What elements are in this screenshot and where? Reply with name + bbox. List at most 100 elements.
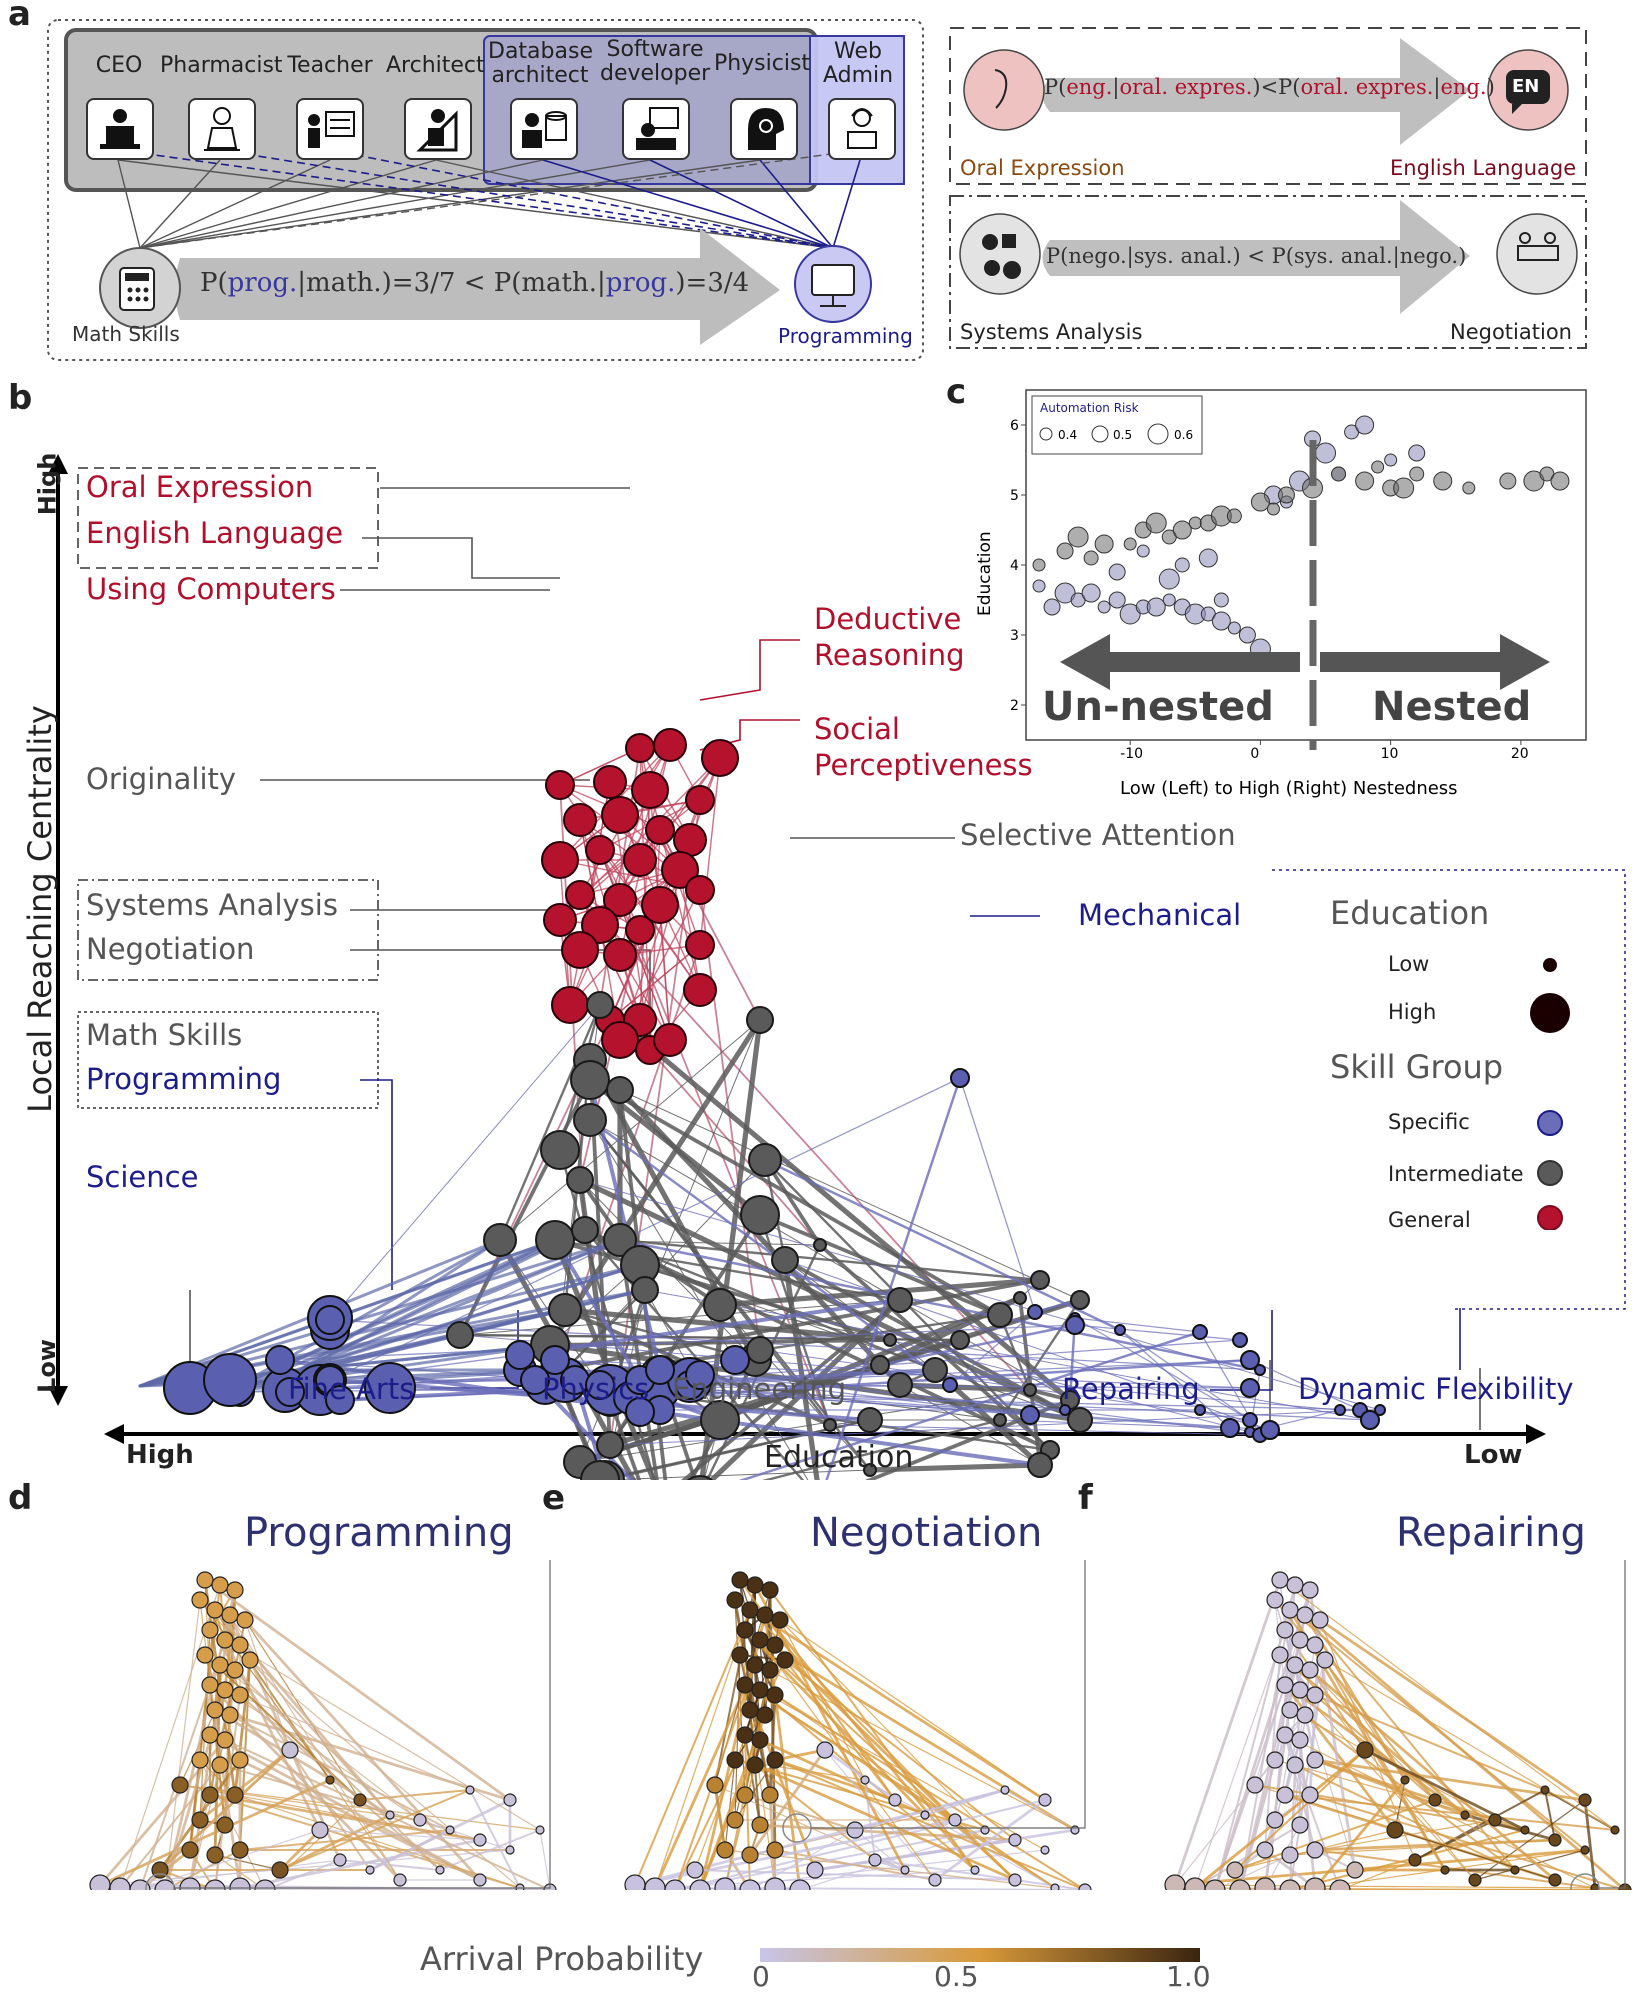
occupation-software-dev-1: Software: [606, 37, 704, 62]
mini-node: [216, 1731, 234, 1749]
mini-node: [1510, 1865, 1520, 1875]
mini-node: [746, 1576, 764, 1594]
network-node: [746, 1336, 774, 1364]
mini-edge: [1254, 1714, 1306, 1786]
panels-def-networks: [89, 1560, 1632, 1890]
network-node: [645, 1355, 675, 1385]
mini-edge: [244, 1619, 361, 1801]
mini-edge: [784, 1659, 896, 1801]
mini-node: [231, 1636, 249, 1654]
mini-edge: [179, 1784, 421, 1821]
scatter-point: [1083, 550, 1099, 566]
mini-edge: [1314, 1694, 1546, 1791]
panel-label-d: d: [8, 1478, 33, 1518]
network-edge: [1249, 1359, 1361, 1411]
scatter-point: [1238, 626, 1256, 644]
mini-node: [888, 1793, 902, 1807]
mini-edge: [99, 1849, 511, 1886]
network-node: [887, 1372, 913, 1398]
network-node: [653, 728, 687, 762]
mini-node: [465, 1785, 475, 1795]
network-edge: [598, 1418, 872, 1480]
mini-node: [206, 1601, 224, 1619]
mini-edge: [774, 1643, 1016, 1882]
mini-node: [191, 1591, 209, 1609]
network-node: [581, 906, 619, 944]
network-node: [625, 1397, 655, 1427]
y-tick-label: 6: [1010, 418, 1019, 434]
label-english-language: English Language: [86, 516, 344, 550]
mini-node: [751, 1681, 769, 1699]
legend-size-04: [1039, 427, 1053, 441]
legend-size-06: [1147, 423, 1169, 445]
label-mechanical: Mechanical: [1078, 898, 1242, 932]
formula-negotiation: P(nego.|sys. anal.) < P(sys. anal.|nego.…: [1046, 244, 1467, 268]
mini-edge: [1238, 1759, 1277, 1890]
network-edge: [1074, 1324, 1241, 1341]
network-edge: [759, 1349, 1251, 1421]
mini-edge: [759, 1639, 936, 1881]
network-node: [585, 835, 615, 865]
mini-edge: [1394, 1829, 1556, 1881]
mini-node: [766, 1686, 784, 1704]
network-node: [1070, 1290, 1090, 1310]
x-axis-title: Low (Left) to High (Right) Nestedness: [1120, 778, 1458, 799]
network-node: [571, 1216, 599, 1244]
network-node: [703, 1288, 737, 1322]
mini-node: [751, 1816, 769, 1834]
legend-size-05-label: 0.5: [1113, 428, 1132, 442]
mini-node: [1038, 1793, 1052, 1807]
mini-node: [1578, 1793, 1592, 1807]
mini-node: [756, 1606, 774, 1624]
network-node: [645, 815, 675, 845]
legend-automation-risk: Automation Risk: [1040, 401, 1139, 415]
mini-edge: [243, 1619, 482, 1881]
mini-edge: [1254, 1784, 1526, 1831]
mini-node: [1291, 1681, 1309, 1699]
network-node: [563, 803, 597, 837]
label-repairing: Repairing: [1062, 1372, 1200, 1406]
network-node: [603, 1223, 637, 1257]
network-node: [1027, 1304, 1043, 1320]
scatter-point: [1108, 563, 1126, 581]
mini-node: [1329, 1879, 1351, 1890]
legend-low-marker: [1543, 958, 1557, 972]
mini-edge: [199, 1748, 291, 1822]
mini-edge: [1279, 1579, 1616, 1831]
mini-edge: [774, 1694, 1086, 1890]
network-edge: [518, 1298, 902, 1357]
mini-node: [129, 1879, 151, 1890]
mini-node: [736, 1676, 754, 1694]
network-edge: [459, 1299, 901, 1336]
mini-node: [1254, 1877, 1276, 1890]
scatter-point: [1409, 466, 1425, 482]
mini-node: [741, 1601, 759, 1619]
mini-edge: [1464, 1813, 1556, 1842]
mini-edge: [249, 1659, 521, 1889]
mini-edge: [674, 1799, 1046, 1890]
network-edge: [1074, 1317, 1251, 1421]
scatter-point: [1371, 460, 1385, 474]
mini-node: [1306, 1636, 1324, 1654]
scatter-point: [1119, 603, 1141, 625]
mini-edge: [1544, 1789, 1556, 1841]
network-edge: [588, 1118, 832, 1427]
scatter-point: [1499, 472, 1517, 490]
y-tick-label: 2: [1010, 698, 1019, 714]
occupation-db-architect-2: architect: [491, 63, 589, 88]
mini-node: [206, 1701, 224, 1719]
mini-node: [1291, 1816, 1309, 1834]
formula-oral-english: P(eng.|oral. expres.)<P(oral. expres.|en…: [1044, 75, 1495, 99]
mini-edge: [1294, 1764, 1516, 1871]
network-edge: [279, 1324, 1076, 1361]
label-oral-expression: Oral Expression: [86, 470, 314, 504]
scatter-point: [1094, 534, 1114, 554]
network-node: [771, 1246, 799, 1274]
network-node: [601, 1021, 639, 1059]
legend-high: High: [1388, 1000, 1437, 1024]
mini-node: [766, 1636, 784, 1654]
network-node: [606, 1076, 634, 1104]
mini-edge: [1474, 1849, 1586, 1881]
title-negotiation: Negotiation: [810, 1510, 1043, 1556]
mini-edge: [1289, 1829, 1526, 1890]
